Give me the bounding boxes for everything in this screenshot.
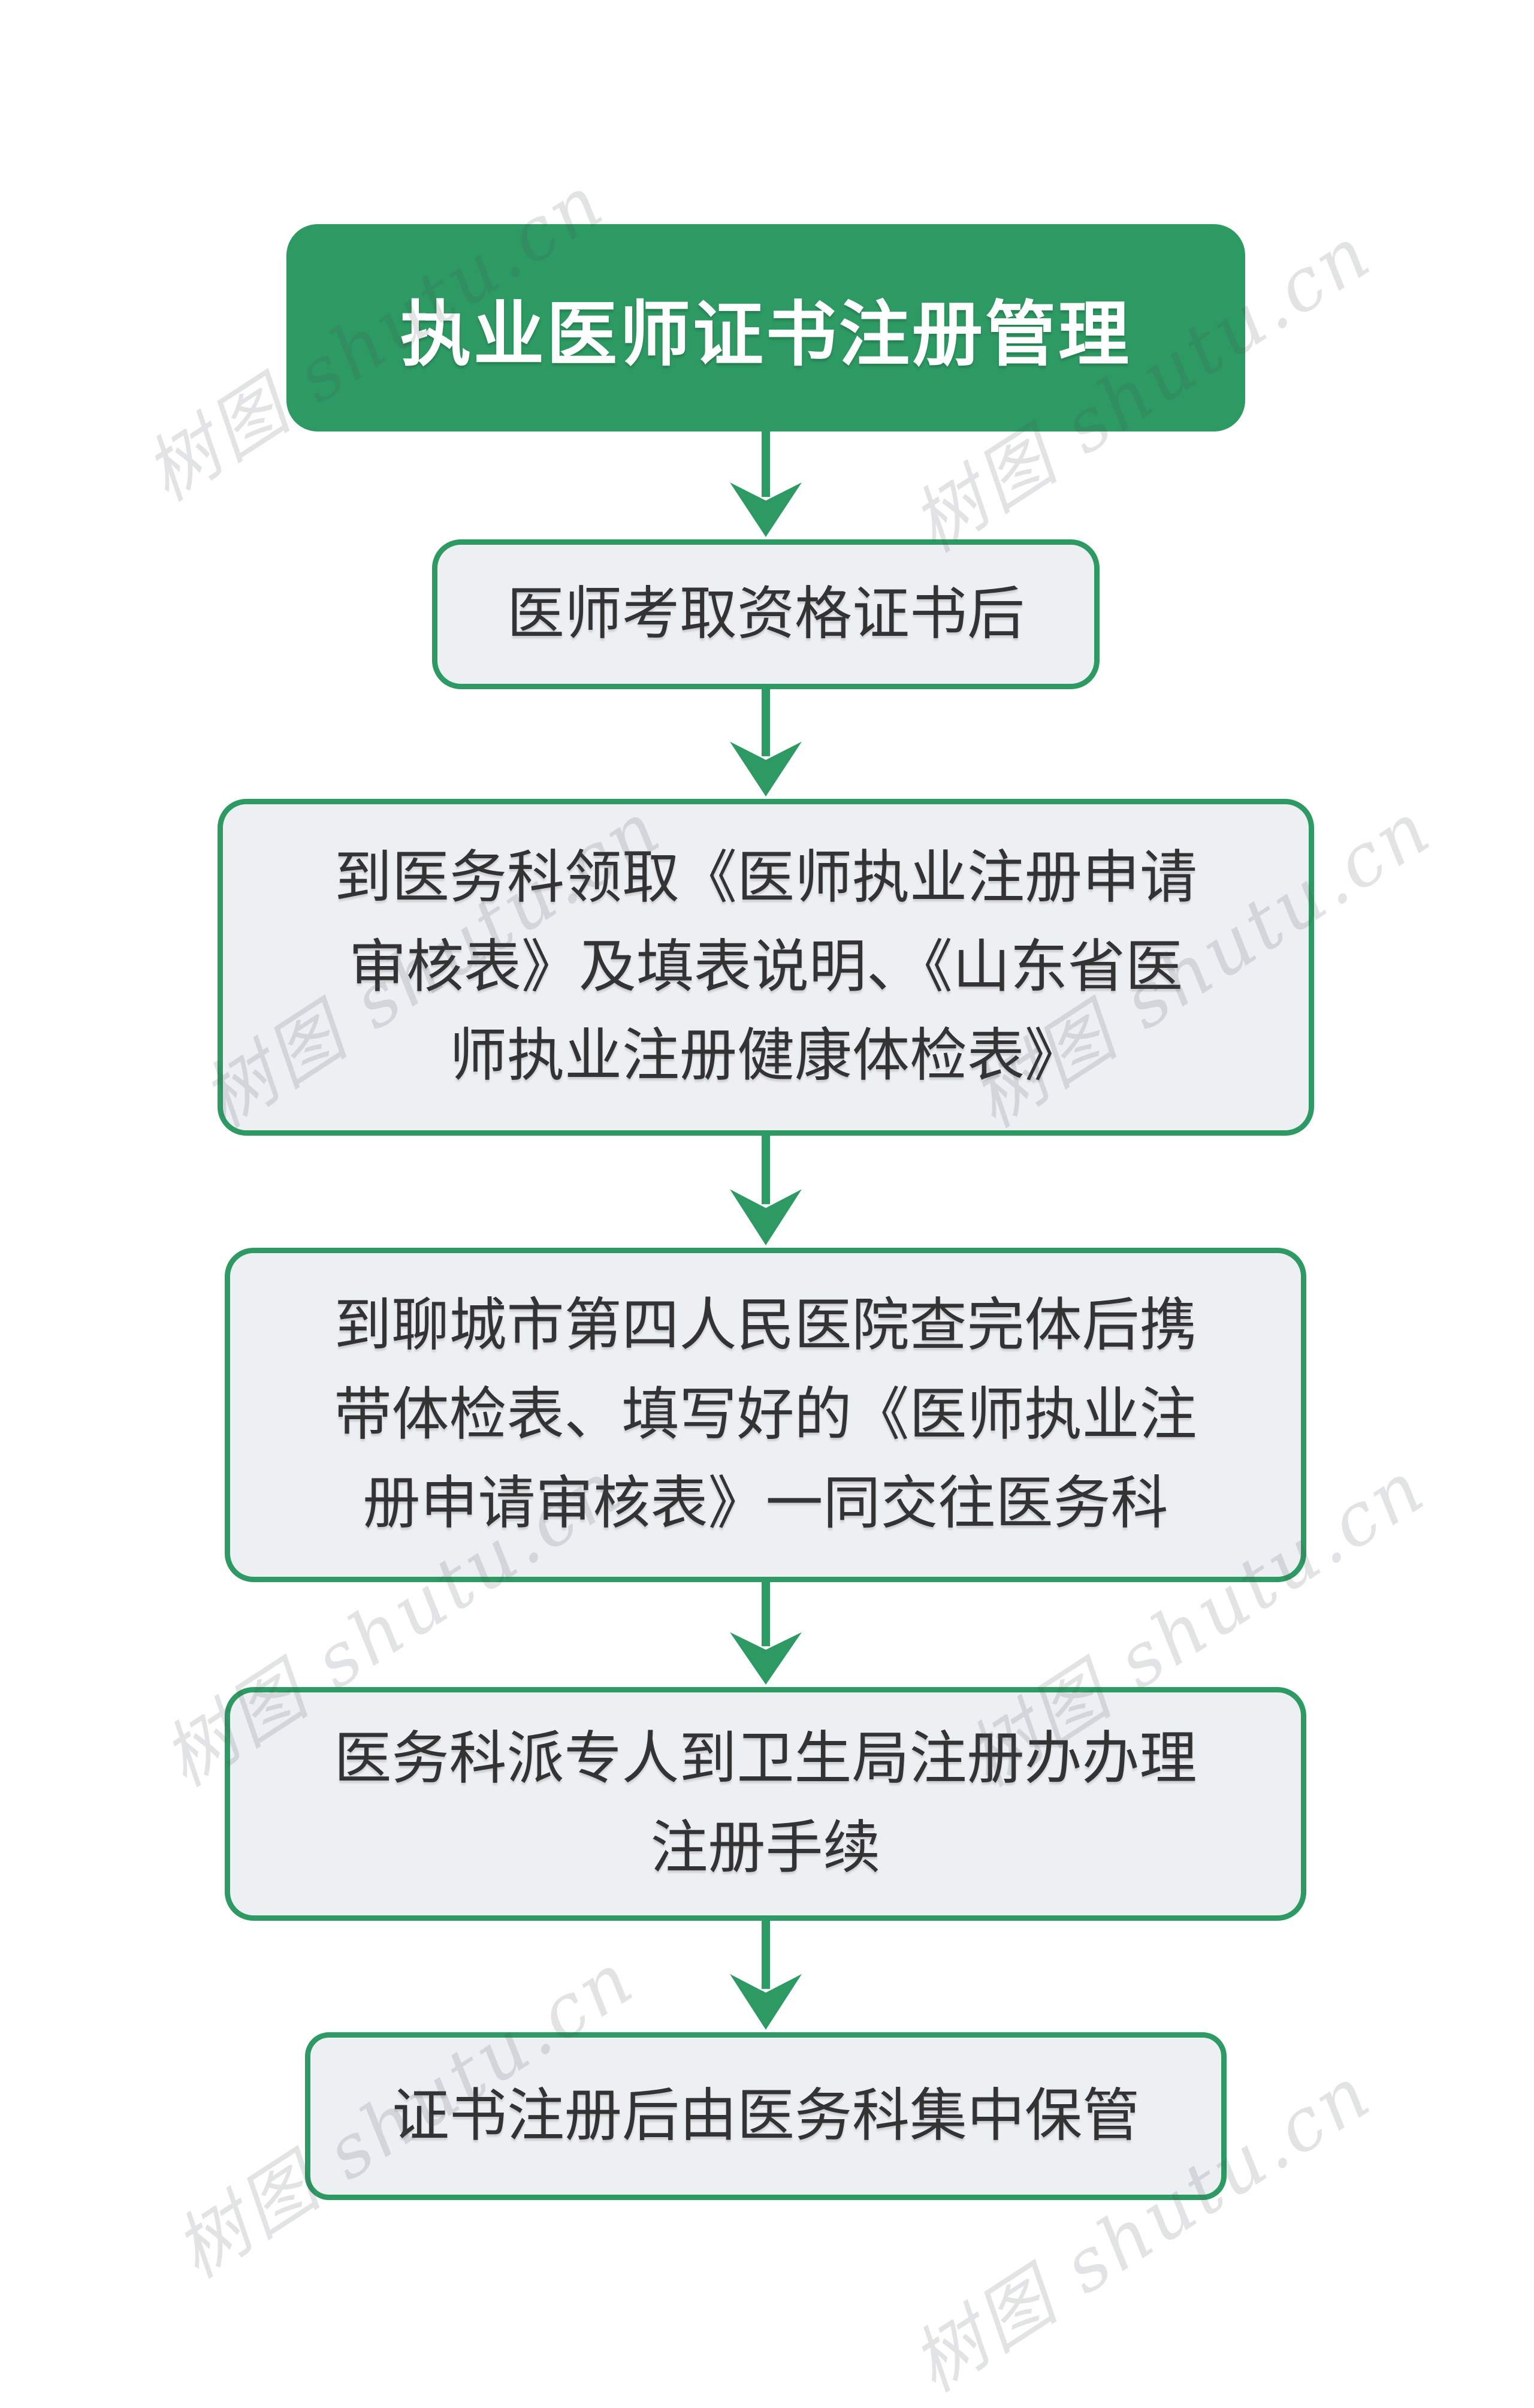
step-1-label: 医师考取资格证书后: [507, 581, 1025, 646]
step-5-label: 证书注册后由医务科集中保管: [392, 2083, 1140, 2148]
title-label: 执业医师证书注册管理: [400, 295, 1131, 375]
flow-arrow-down-3: [729, 1134, 803, 1247]
flow-node-step-2: 到医务科领取《医师执业注册申请 审核表》及填表说明、《山东省医 师执业注册健康体…: [218, 799, 1314, 1136]
flow-arrow-down-5: [729, 1920, 803, 2031]
flow-arrow-down-1: [729, 429, 803, 538]
step-2-label: 到医务科领取《医师执业注册申请 审核表》及填表说明、《山东省医 师执业注册健康体…: [334, 845, 1197, 1088]
flow-arrow-down-2: [729, 688, 803, 798]
step-4-label: 医务科派专人到卫生局注册办办理 注册手续: [334, 1727, 1197, 1880]
flow-node-step-3: 到聊城市第四人民医院查完体后携 带体检表、填写好的《医师执业注 册申请审核表》一…: [225, 1248, 1306, 1582]
flow-arrow-down-4: [729, 1581, 803, 1686]
arrow-down-icon: [730, 1581, 802, 1685]
step-3-label: 到聊城市第四人民医院查完体后携 带体检表、填写好的《医师执业注 册申请审核表》一…: [334, 1293, 1197, 1536]
arrow-down-icon: [730, 1920, 802, 2030]
arrow-down-icon: [730, 688, 802, 796]
flow-node-step-5: 证书注册后由医务科集中保管: [305, 2032, 1227, 2200]
arrow-down-icon: [730, 1134, 802, 1245]
flow-node-title: 执业医师证书注册管理: [286, 224, 1245, 431]
flow-node-step-1: 医师考取资格证书后: [432, 539, 1100, 689]
flow-node-step-4: 医务科派专人到卫生局注册办办理 注册手续: [225, 1687, 1306, 1921]
arrow-down-icon: [730, 429, 802, 537]
